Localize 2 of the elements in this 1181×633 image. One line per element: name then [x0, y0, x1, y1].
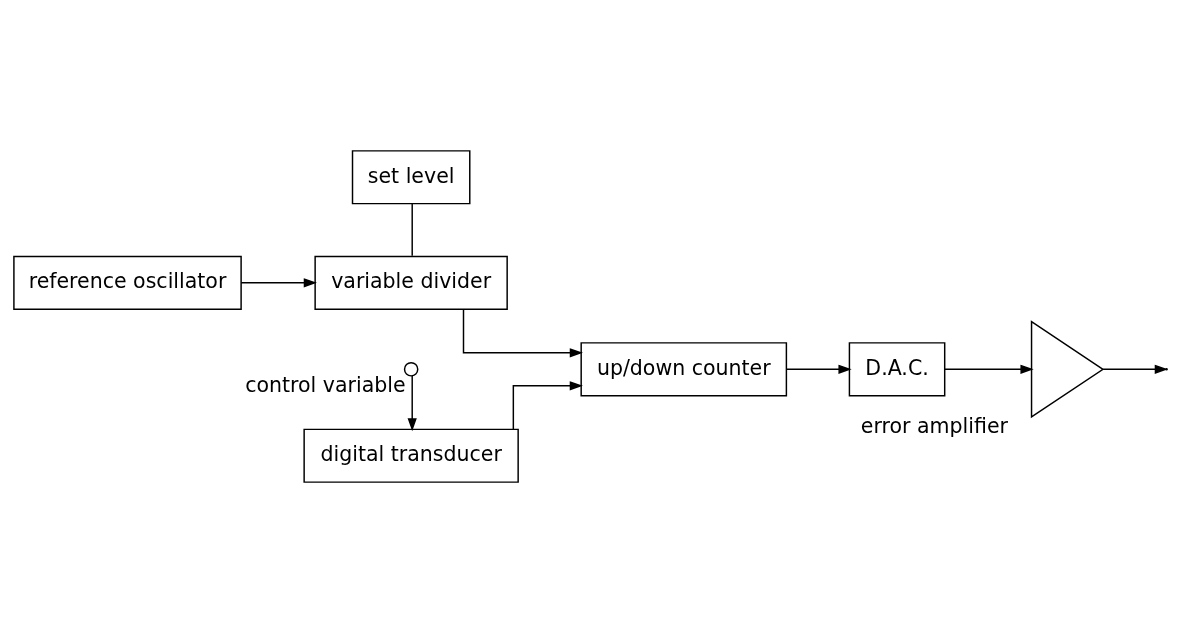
node-label: control variable	[245, 373, 406, 398]
node-label: error amplifier	[860, 414, 1009, 439]
